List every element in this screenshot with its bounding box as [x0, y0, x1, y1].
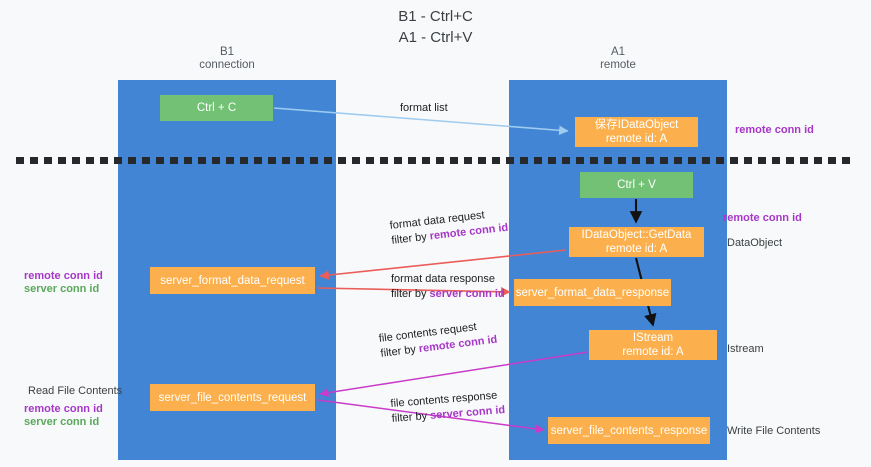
note-left-remote-conn-id-1: remote conn id [24, 270, 103, 282]
phase-divider [16, 157, 856, 164]
lane-header-a1: A1 remote [509, 46, 727, 72]
edge-label-format-data-response: format data response filter by server co… [391, 272, 505, 302]
note-remote-conn-id-mid: remote conn id [723, 212, 802, 224]
box-ctrl-c-label: Ctrl + C [196, 102, 237, 114]
note-left-remote-conn-id-2: remote conn id [24, 403, 103, 415]
note-write-file-contents: Write File Contents [727, 425, 821, 437]
box-getdata-sub: remote id: A [605, 243, 668, 255]
box-server-file-contents-response[interactable]: server_file_contents_response [548, 417, 710, 444]
box-server-format-data-request[interactable]: server_format_data_request [150, 267, 315, 294]
lane-header-b1: B1 connection [118, 46, 336, 72]
note-dataobject: DataObject [727, 237, 783, 249]
title-line-2: A1 - Ctrl+V [398, 29, 473, 46]
box-server-file-contents-request[interactable]: server_file_contents_request [150, 384, 315, 411]
lane-header-a1-role: remote [600, 59, 636, 71]
box-server-format-data-request-label: server_format_data_request [160, 274, 305, 287]
edge-label-file-contents-response: file contents response filter by server … [390, 388, 506, 427]
box-ctrl-c[interactable]: Ctrl + C [160, 95, 273, 121]
filter-prefix: filter by [391, 409, 431, 425]
filter-prefix: filter by [379, 343, 420, 360]
filter-key: server conn id [429, 288, 505, 300]
box-idataobject-label: 保存IDataObject [594, 119, 679, 131]
edge-label-format-list: format list [400, 102, 448, 114]
filter-prefix: filter by [391, 288, 430, 300]
box-ctrl-v-label: Ctrl + V [617, 179, 656, 191]
box-ctrl-v[interactable]: Ctrl + V [580, 172, 693, 198]
note-istream: Istream [727, 343, 764, 355]
edge-label-file-contents-request: file contents request filter by remote c… [378, 318, 498, 362]
title-line-1: B1 - Ctrl+C [398, 8, 473, 25]
diagram-title: B1 - Ctrl+C A1 - Ctrl+V [0, 6, 871, 48]
box-getdata-label: IDataObject::GetData [581, 229, 692, 241]
box-istream-sub: remote id: A [622, 346, 684, 358]
lane-header-b1-name: B1 [219, 46, 235, 58]
filter-prefix: filter by [390, 230, 431, 247]
edge-label-format-data-request: format data request filter by remote con… [389, 206, 509, 249]
box-idataobject-sub: remote id: A [605, 133, 668, 145]
edge-label-format-data-response-line2: filter by server conn id [391, 287, 505, 302]
box-idataobject-getdata[interactable]: IDataObject::GetData remote id: A [569, 227, 704, 257]
lane-header-a1-name: A1 [610, 46, 626, 58]
note-left-server-conn-id-1: server conn id [24, 283, 100, 295]
box-istream-label: IStream [632, 332, 674, 344]
box-server-file-contents-response-label: server_file_contents_response [550, 424, 708, 437]
box-server-format-data-response[interactable]: server_format_data_response [514, 279, 671, 306]
box-server-format-data-response-label: server_format_data_response [515, 286, 670, 299]
box-istream[interactable]: IStream remote id: A [589, 330, 717, 360]
lane-header-b1-role: connection [199, 59, 255, 71]
box-server-file-contents-request-label: server_file_contents_request [158, 391, 307, 404]
edge-label-format-data-response-line1: format data response [391, 273, 495, 285]
note-read-file-contents: Read File Contents [28, 385, 123, 397]
note-remote-conn-id-top: remote conn id [735, 124, 814, 136]
box-idataobject[interactable]: 保存IDataObject remote id: A [575, 117, 698, 147]
note-left-server-conn-id-2: server conn id [24, 416, 100, 428]
